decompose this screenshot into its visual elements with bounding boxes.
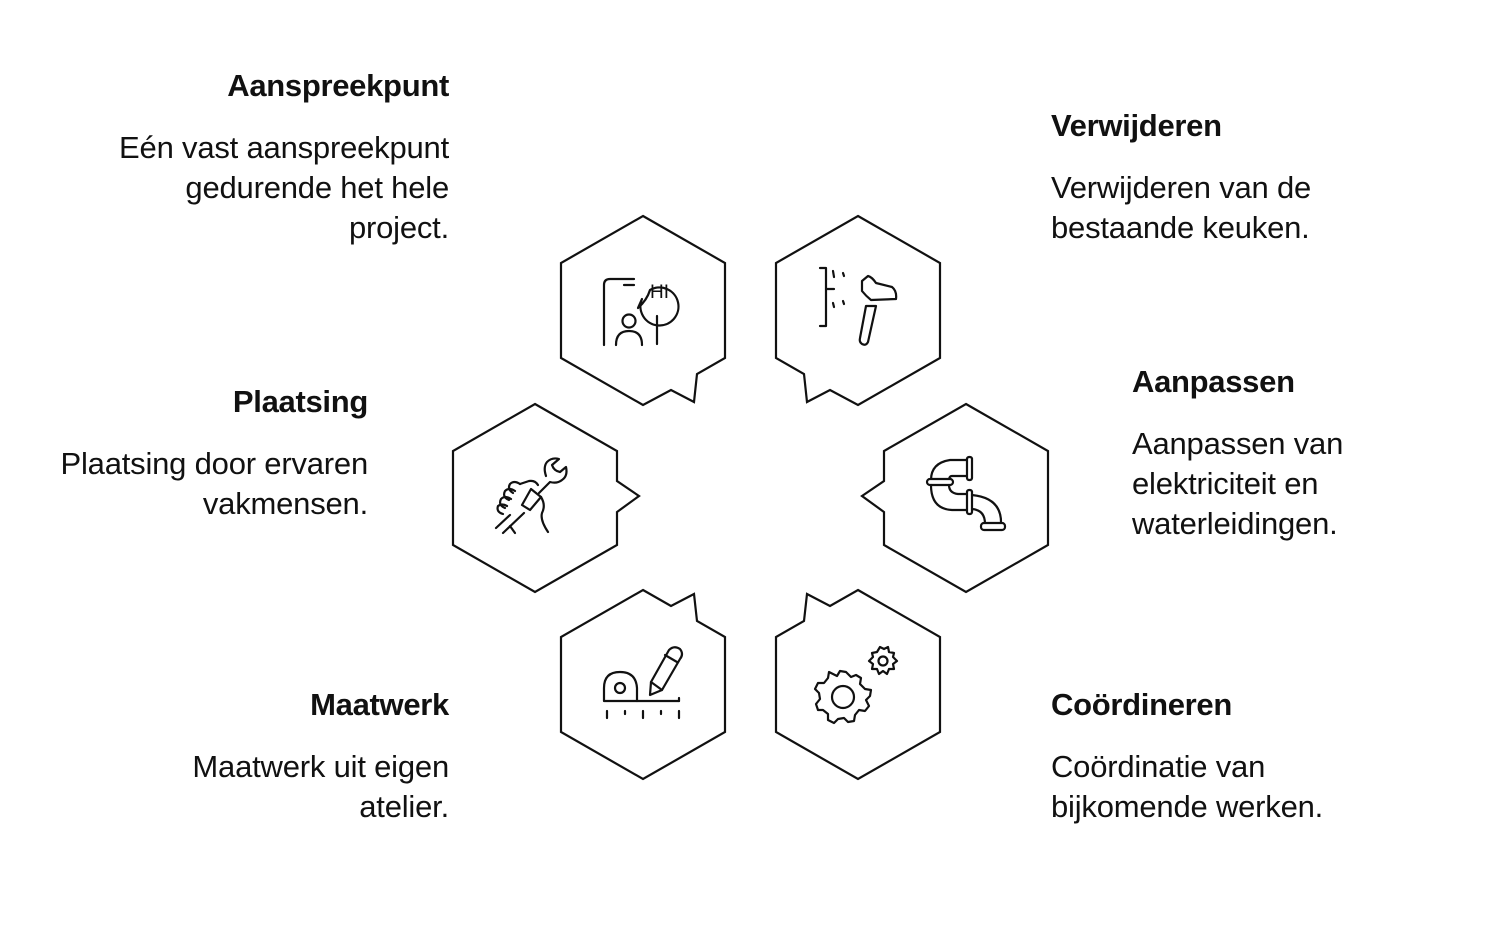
desc-plaatsing: Plaatsing door ervaren vakmensen. — [8, 444, 368, 524]
hi-text: HI — [650, 282, 669, 303]
desc-line: project. — [348, 210, 449, 245]
hexagon-plaatsing — [451, 402, 641, 594]
desc-aanpassen: Aanpassen van elektriciteit en waterleid… — [1132, 424, 1492, 544]
desc-coordineren: Coördinatie van bijkomende werken. — [1051, 747, 1471, 827]
desc-line: gedurende het hele — [185, 170, 449, 205]
hexagon-maatwerk — [559, 588, 727, 781]
desc-line: atelier. — [359, 789, 449, 824]
block-verwijderen: Verwijderen Verwijderen van de bestaande… — [1051, 106, 1471, 248]
desc-maatwerk: Maatwerk uit eigen atelier. — [29, 747, 449, 827]
desc-line: Maatwerk uit eigen — [192, 749, 449, 784]
desc-verwijderen: Verwijderen van de bestaande keuken. — [1051, 168, 1471, 248]
title-maatwerk: Maatwerk — [310, 687, 449, 722]
hexagon-aanspreekpunt: HI — [559, 214, 727, 407]
block-plaatsing: Plaatsing Plaatsing door ervaren vakmens… — [8, 382, 368, 524]
pipe-icon — [925, 455, 1007, 532]
hexagon-aanpassen — [860, 402, 1050, 594]
block-coordineren: Coördineren Coördinatie van bijkomende w… — [1051, 685, 1471, 827]
hand-wrench-icon — [494, 457, 568, 535]
phone-chat-hi-icon: HI — [602, 277, 680, 347]
block-maatwerk: Maatwerk Maatwerk uit eigen atelier. — [29, 685, 449, 827]
desc-line: Eén vast aanspreekpunt — [119, 130, 449, 165]
title-aanspreekpunt: Aanspreekpunt — [227, 68, 449, 103]
desc-aanspreekpunt: Eén vast aanspreekpunt gedurende het hel… — [29, 128, 449, 248]
desc-line: Aanpassen van — [1132, 426, 1344, 461]
tape-measure-pencil-icon — [602, 646, 684, 720]
block-aanpassen: Aanpassen Aanpassen van elektriciteit en… — [1132, 362, 1492, 544]
hexagon-verwijderen — [774, 214, 942, 407]
desc-line: waterleidingen. — [1132, 506, 1338, 541]
hexagon-coordineren — [774, 588, 942, 781]
desc-line: Verwijderen van de — [1051, 170, 1312, 205]
desc-line: Plaatsing door ervaren — [60, 446, 368, 481]
title-verwijderen: Verwijderen — [1051, 108, 1222, 143]
desc-line: bijkomende werken. — [1051, 789, 1324, 824]
desc-line: elektriciteit en — [1132, 466, 1319, 501]
desc-line: bestaande keuken. — [1051, 210, 1310, 245]
gears-icon — [813, 645, 899, 725]
hammer-wall-icon — [818, 266, 898, 346]
desc-line: vakmensen. — [202, 486, 368, 521]
desc-line: Coördinatie van — [1051, 749, 1266, 784]
title-coordineren: Coördineren — [1051, 687, 1232, 722]
title-plaatsing: Plaatsing — [232, 384, 368, 419]
title-aanpassen: Aanpassen — [1132, 364, 1295, 399]
block-aanspreekpunt: Aanspreekpunt Eén vast aanspreekpunt ged… — [29, 66, 449, 248]
